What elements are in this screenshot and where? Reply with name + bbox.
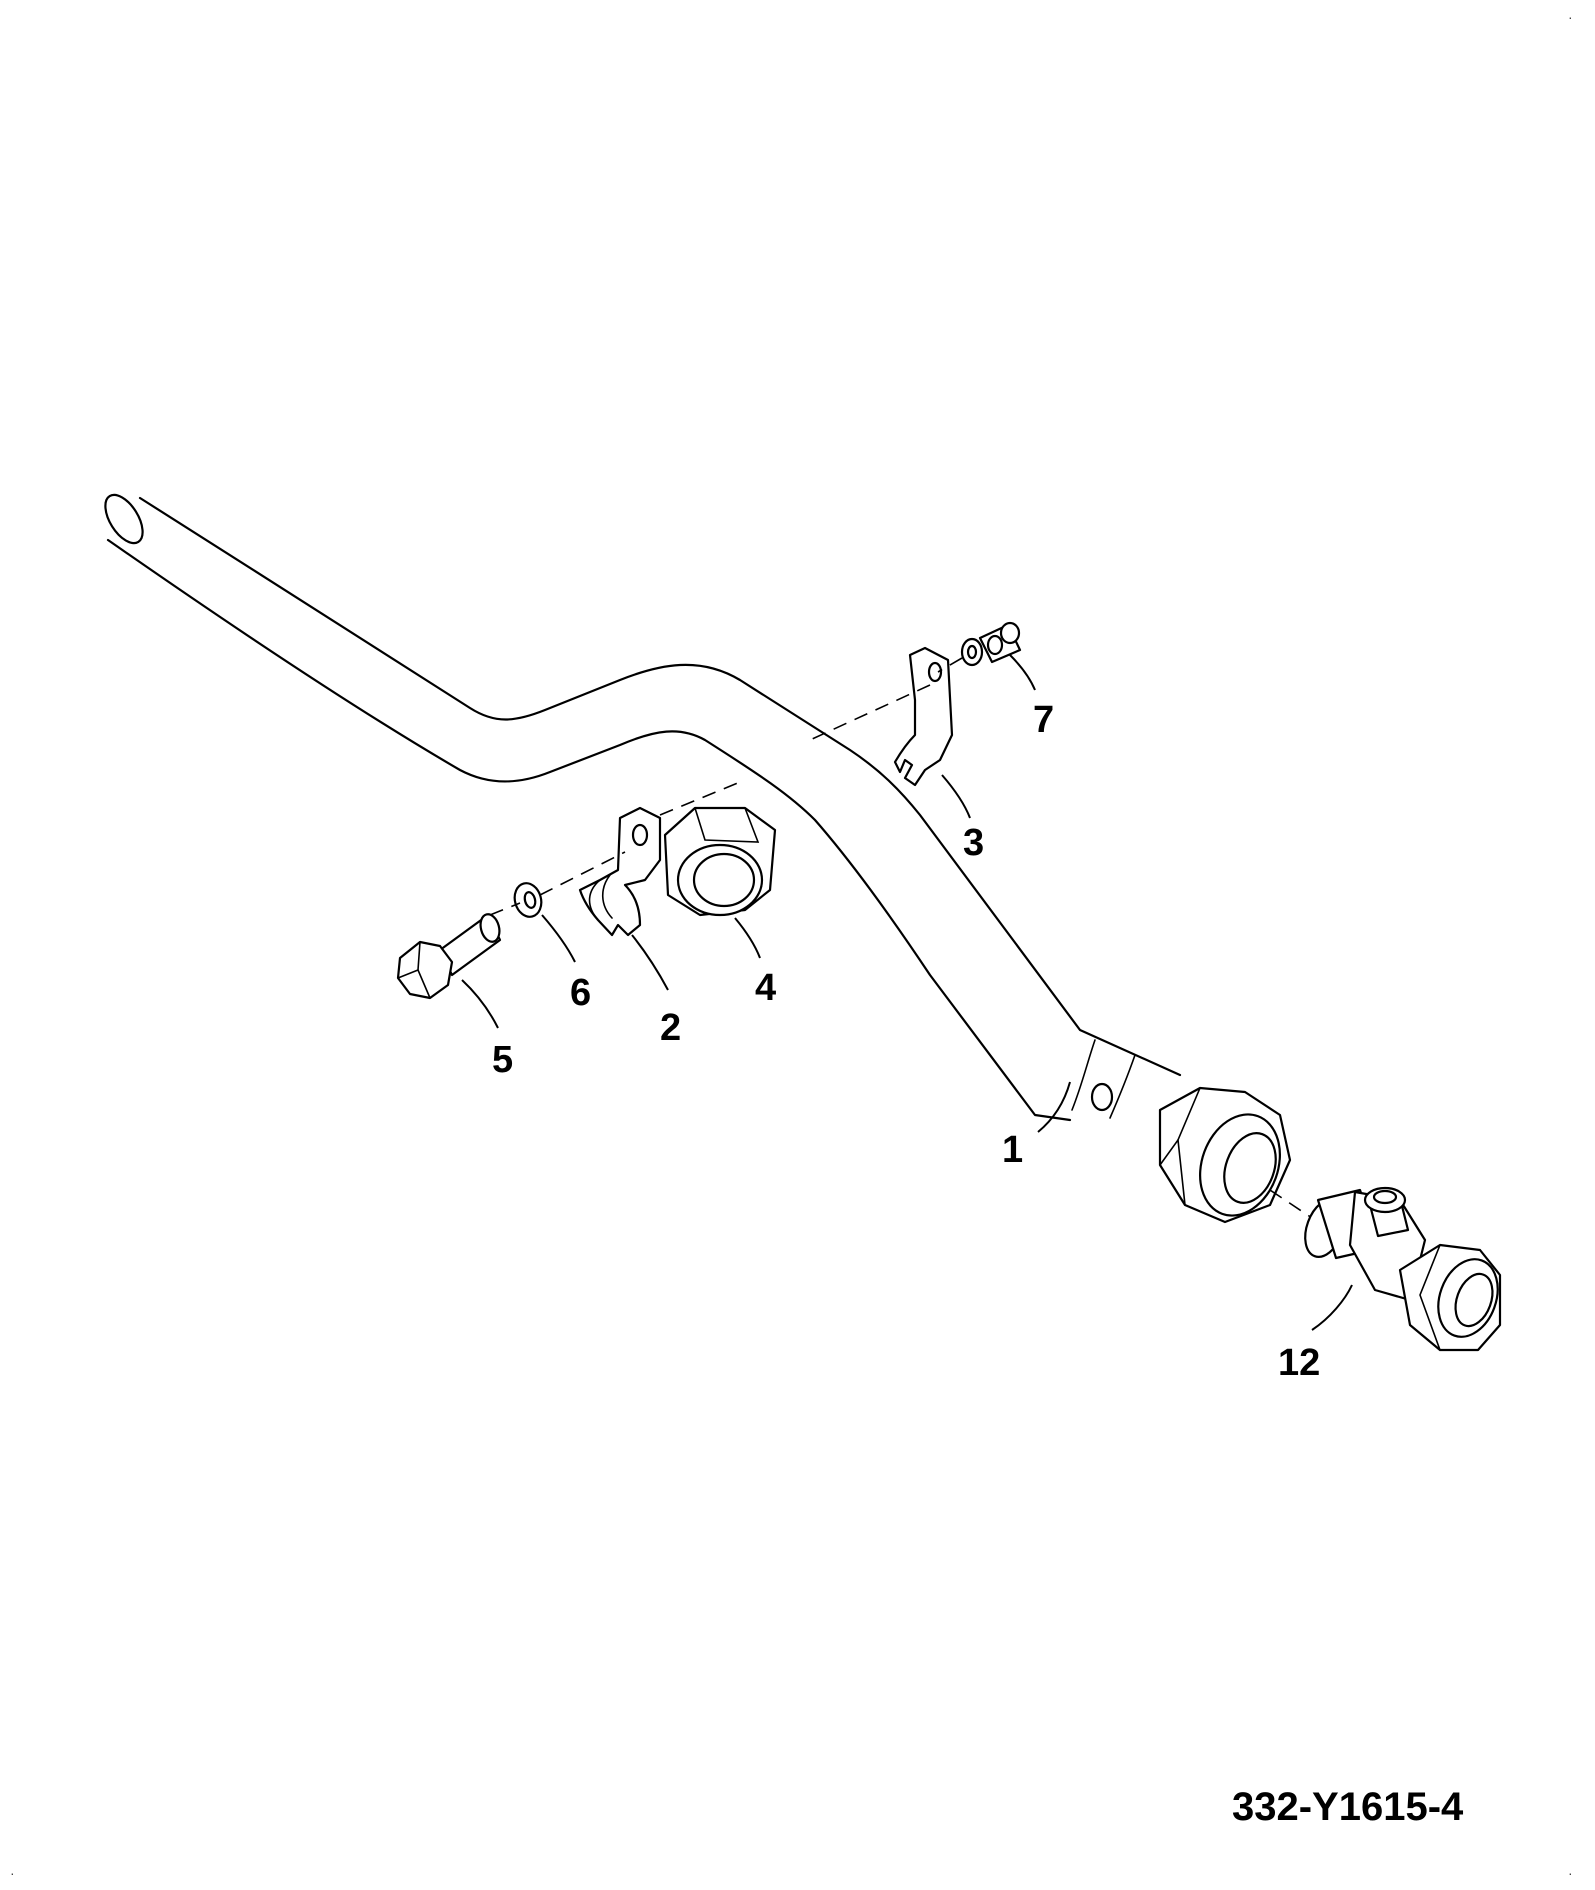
tee-fitting-part-12 <box>1269 1186 1502 1352</box>
corner-mark-top-right: · <box>1568 9 1573 25</box>
sleeve-part-4 <box>659 779 777 959</box>
callout-12: 12 <box>1278 1342 1320 1384</box>
callout-6: 6 <box>570 972 591 1014</box>
callout-4: 4 <box>755 967 776 1009</box>
corner-mark-bottom-left: · <box>10 1865 15 1881</box>
corner-mark-bottom-right: · <box>1568 1865 1573 1881</box>
drawing-number: 332-Y1615-4 <box>1232 1785 1464 1829</box>
callout-1: 1 <box>1002 1129 1023 1171</box>
tube-nut <box>1158 1086 1292 1224</box>
callout-3: 3 <box>963 822 984 864</box>
bolt-part-5 <box>396 913 502 1029</box>
washer-part-6 <box>489 851 626 963</box>
clamp-part-2 <box>578 806 669 991</box>
tube-part-1 <box>104 493 1182 1133</box>
callout-5: 5 <box>492 1039 513 1081</box>
callout-7: 7 <box>1033 699 1054 741</box>
bracket-part-3 <box>809 646 971 819</box>
screw-part-7 <box>937 621 1036 691</box>
callout-2: 2 <box>660 1007 681 1049</box>
